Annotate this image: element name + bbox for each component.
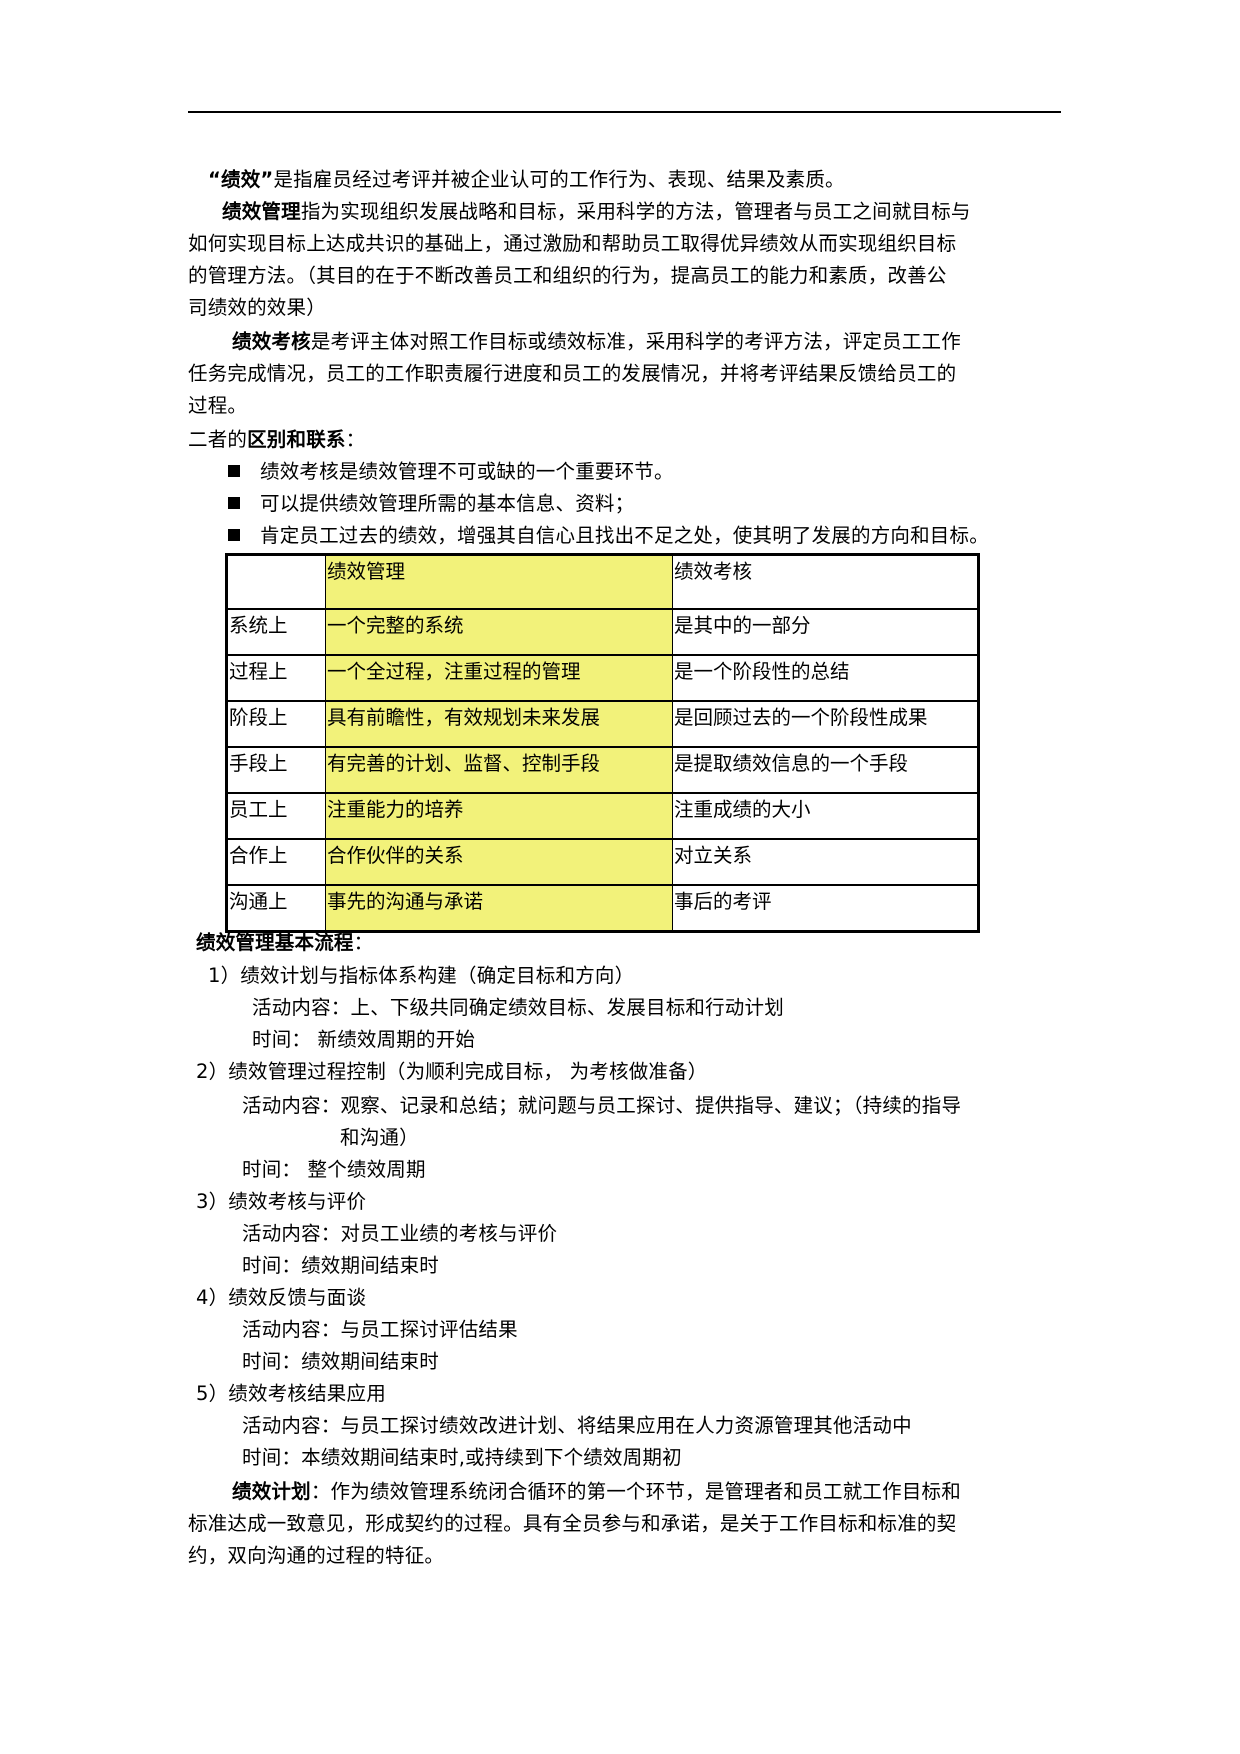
- table-header-cell: 绩效管理: [325, 553, 673, 610]
- step-activity: 活动内容：与员工探讨绩效改进计划、将结果应用在人力资源管理其他活动中: [242, 1414, 912, 1437]
- table-cell-aspect: 手段上: [225, 746, 326, 794]
- para-plan-line-3: 约，双向沟通的过程的特征。: [188, 1544, 445, 1567]
- step-title: 3）绩效考核与评价: [196, 1190, 367, 1213]
- para-plan-line-1: 绩效计划：作为绩效管理系统闭合循环的第一个环节，是管理者和员工就工作目标和: [232, 1476, 961, 1508]
- table-cell-appraisal: 对立关系: [672, 838, 980, 886]
- step-time: 时间：绩效期间结束时: [242, 1350, 440, 1373]
- step-title: 5）绩效考核结果应用: [196, 1382, 386, 1405]
- table-cell-aspect: 合作上: [225, 838, 326, 886]
- table-cell-appraisal: 是一个阶段性的总结: [672, 654, 980, 702]
- table-cell-appraisal: 是提取绩效信息的一个手段: [672, 746, 980, 794]
- para3-line: 是考评主体对照工作目标或绩效标准，采用科学的考评方法，评定员工工作: [310, 330, 961, 353]
- para-appraisal-line-2: 任务完成情况，员工的工作职责履行进度和员工的发展情况，并将考评结果反馈给员工的: [188, 362, 957, 385]
- step-time: 时间： 新绩效周期的开始: [252, 1028, 476, 1051]
- header-rule: [188, 111, 1061, 113]
- para-mgmt-line-4: 司绩效的效果）: [188, 296, 326, 319]
- para-mgmt-line-1: 绩效管理指为实现组织发展战略和目标，采用科学的方法，管理者与员工之间就目标与: [222, 196, 971, 228]
- term-performance: “绩效”: [208, 168, 274, 191]
- table-cell-aspect: 过程上: [225, 654, 326, 702]
- step-title: 2）绩效管理过程控制（为顺利完成目标， 为考核做准备）: [196, 1060, 708, 1083]
- table-row: 合作上 合作伙伴的关系 对立关系: [225, 838, 980, 886]
- process-title-suffix: ：: [353, 931, 374, 954]
- step-activity-continued: 和沟通）: [340, 1126, 419, 1149]
- process-heading: 绩效管理基本流程：: [196, 927, 373, 959]
- para-appraisal-line-1: 绩效考核是考评主体对照工作目标或绩效标准，采用科学的考评方法，评定员工工作: [232, 326, 961, 358]
- table-cell-aspect: 系统上: [225, 608, 326, 656]
- step-activity: 活动内容：与员工探讨评估结果: [242, 1318, 518, 1341]
- table-cell-aspect: 员工上: [225, 792, 326, 840]
- para1-text: 是指雇员经过考评并被企业认可的工作行为、表现、结果及素质。: [273, 168, 845, 191]
- table-row: 系统上 一个完整的系统 是其中的一部分: [225, 608, 980, 656]
- square-bullet-icon: [228, 529, 240, 541]
- step-title: 1）绩效计划与指标体系构建（确定目标和方向）: [208, 964, 635, 987]
- step-activity: 活动内容：观察、记录和总结；就问题与员工探讨、提供指导、建议；（持续的指导: [242, 1094, 962, 1117]
- table-row: 过程上 一个全过程，注重过程的管理 是一个阶段性的总结: [225, 654, 980, 702]
- bullet-text: 肯定员工过去的绩效，增强其自信心且找出不足之处，使其明了发展的方向和目标。: [260, 524, 989, 547]
- table-header-row: 绩效管理 绩效考核: [225, 553, 980, 610]
- step-time: 时间：本绩效期间结束时,或持续到下个绩效周期初: [242, 1446, 682, 1469]
- relation-prefix: 二者的: [188, 428, 248, 451]
- table-header-cell: 绩效考核: [672, 553, 980, 610]
- table-cell-appraisal: 是回顾过去的一个阶段性成果: [672, 700, 980, 748]
- bullet-text: 绩效考核是绩效管理不可或缺的一个重要环节。: [260, 460, 674, 483]
- table-cell-aspect: 沟通上: [225, 884, 326, 933]
- table-cell-management: 合作伙伴的关系: [325, 838, 673, 886]
- para-performance-definition: “绩效”是指雇员经过考评并被企业认可的工作行为、表现、结果及素质。: [208, 164, 845, 196]
- para-mgmt-line-2: 如何实现目标上达成共识的基础上，通过激励和帮助员工取得优异绩效从而实现组织目标: [188, 232, 957, 255]
- comparison-table: 绩效管理 绩效考核 系统上 一个完整的系统 是其中的一部分 过程上 一个全过程，…: [225, 553, 980, 933]
- para2-line: 指为实现组织发展战略和目标，采用科学的方法，管理者与员工之间就目标与: [300, 200, 971, 223]
- bullet-item: 肯定员工过去的绩效，增强其自信心且找出不足之处，使其明了发展的方向和目标。: [228, 520, 989, 552]
- table-row: 阶段上 具有前瞻性，有效规划未来发展 是回顾过去的一个阶段性成果: [225, 700, 980, 748]
- term-performance-management: 绩效管理: [222, 200, 301, 223]
- table-cell-appraisal: 事后的考评: [672, 884, 980, 933]
- relation-heading: 二者的区别和联系：: [188, 424, 365, 456]
- step-activity: 活动内容：对员工业绩的考核与评价: [242, 1222, 558, 1245]
- relation-term: 区别和联系: [247, 428, 346, 451]
- table-cell-aspect: 阶段上: [225, 700, 326, 748]
- table-row: 沟通上 事先的沟通与承诺 事后的考评: [225, 884, 980, 933]
- table-cell-appraisal: 注重成绩的大小: [672, 792, 980, 840]
- bullet-item: 可以提供绩效管理所需的基本信息、资料；: [228, 488, 634, 520]
- step-time: 时间：绩效期间结束时: [242, 1254, 440, 1277]
- square-bullet-icon: [228, 465, 240, 477]
- relation-suffix: ：: [345, 428, 366, 451]
- table-cell-management: 事先的沟通与承诺: [325, 884, 673, 933]
- bullet-text: 可以提供绩效管理所需的基本信息、资料；: [260, 492, 635, 515]
- table-header-cell: [225, 553, 326, 610]
- plan-line: ：作为绩效管理系统闭合循环的第一个环节，是管理者和员工就工作目标和: [310, 1480, 961, 1503]
- table-cell-management: 具有前瞻性，有效规划未来发展: [325, 700, 673, 748]
- term-performance-plan: 绩效计划: [232, 1480, 311, 1503]
- step-activity: 活动内容：上、下级共同确定绩效目标、发展目标和行动计划: [252, 996, 784, 1019]
- table-cell-management: 一个全过程，注重过程的管理: [325, 654, 673, 702]
- para-appraisal-line-3: 过程。: [188, 394, 248, 417]
- table-cell-management: 注重能力的培养: [325, 792, 673, 840]
- para-mgmt-line-3: 的管理方法。（其目的在于不断改善员工和组织的行为，提高员工的能力和素质，改善公: [188, 264, 947, 287]
- square-bullet-icon: [228, 497, 240, 509]
- process-title: 绩效管理基本流程: [196, 931, 354, 954]
- para-plan-line-2: 标准达成一致意见，形成契约的过程。具有全员参与和承诺，是关于工作目标和标准的契: [188, 1512, 957, 1535]
- term-performance-appraisal: 绩效考核: [232, 330, 311, 353]
- step-title: 4）绩效反馈与面谈: [196, 1286, 367, 1309]
- table-cell-management: 一个完整的系统: [325, 608, 673, 656]
- table-cell-management: 有完善的计划、监督、控制手段: [325, 746, 673, 794]
- bullet-item: 绩效考核是绩效管理不可或缺的一个重要环节。: [228, 456, 674, 488]
- step-time: 时间： 整个绩效周期: [242, 1158, 426, 1181]
- table-row: 手段上 有完善的计划、监督、控制手段 是提取绩效信息的一个手段: [225, 746, 980, 794]
- table-row: 员工上 注重能力的培养 注重成绩的大小: [225, 792, 980, 840]
- table-cell-appraisal: 是其中的一部分: [672, 608, 980, 656]
